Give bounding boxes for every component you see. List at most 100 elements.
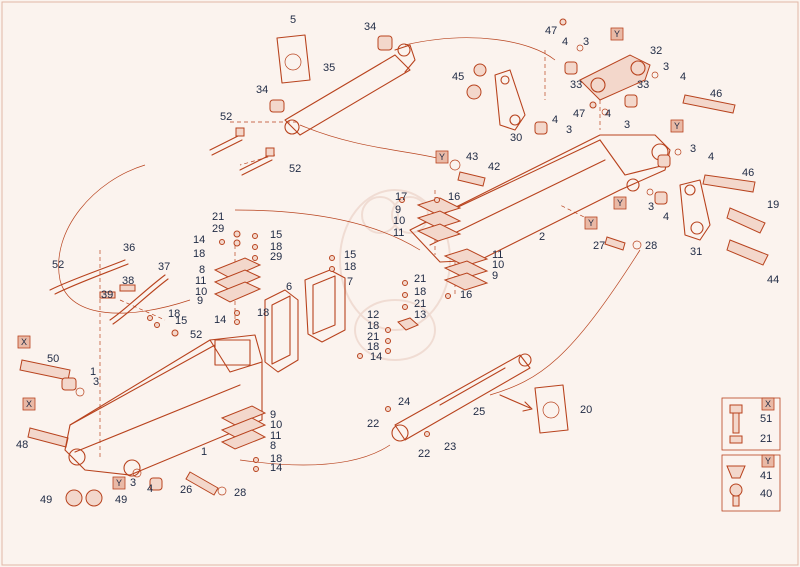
callout-label: 42	[488, 161, 500, 173]
callout-label: 4	[552, 114, 558, 126]
main-frame	[64, 334, 263, 477]
callout-label: 21	[760, 433, 772, 445]
hydraulic-cylinder-upper	[269, 35, 416, 136]
callout-label: 11	[195, 275, 206, 287]
reference-tag-box	[761, 454, 775, 468]
callout-label: 18	[367, 320, 379, 332]
callout-label: 47	[573, 108, 585, 120]
callout-label: 2	[539, 231, 545, 243]
callout-label: 4	[680, 71, 686, 83]
side-plate-6	[264, 289, 299, 373]
callout-label: 29	[212, 223, 224, 235]
reference-tag: Y	[670, 119, 684, 133]
callout-label: 46	[742, 167, 754, 179]
link-30	[494, 69, 526, 131]
callout-label: 3	[648, 201, 654, 213]
reference-tag-letter: Y	[765, 456, 771, 466]
watermark-mascot	[339, 189, 451, 361]
callout-label: 32	[650, 45, 662, 57]
reference-tag-box	[584, 216, 598, 230]
callout-label: 3	[566, 124, 572, 136]
callout-label: 21	[414, 273, 426, 285]
callout-label: 44	[767, 274, 779, 286]
reference-tag-box	[610, 27, 624, 41]
plate-stack-left-lower	[220, 405, 267, 450]
callout-label: 1	[90, 366, 96, 378]
reference-tag-letter: X	[26, 399, 32, 409]
callout-label: 18	[344, 261, 356, 273]
reference-tag-box	[670, 119, 684, 133]
callout-label: 45	[452, 71, 464, 83]
callout-label: 3	[690, 143, 696, 155]
callout-label: 5	[290, 14, 296, 26]
hydraulic-hoses	[49, 259, 169, 325]
reference-tag-box	[22, 397, 36, 411]
link-31	[679, 179, 711, 241]
callout-label: 49	[40, 494, 52, 506]
callout-label: 4	[562, 36, 568, 48]
reference-tag-box	[761, 397, 775, 411]
clamp-13	[397, 317, 419, 331]
callout-label: 31	[690, 246, 702, 258]
callout-label: 22	[418, 448, 430, 460]
hose-fittings	[209, 127, 275, 176]
callout-label: 37	[158, 261, 170, 273]
callout-label: 30	[510, 132, 522, 144]
callout-label: 21	[212, 211, 224, 223]
reference-tag: Y	[435, 150, 449, 164]
callout-label: 51	[760, 413, 772, 425]
reference-tag-letter: Y	[674, 121, 680, 131]
parts-bag-5	[276, 34, 311, 84]
callout-label: 48	[16, 439, 28, 451]
reference-tag-box	[112, 476, 126, 490]
callout-label: 3	[130, 477, 136, 489]
callout-label: 18	[257, 307, 269, 319]
callout-label: 7	[347, 276, 353, 288]
reference-tag-letter: X	[765, 399, 771, 409]
callout-label: 34	[256, 84, 268, 96]
reference-tag: X	[22, 397, 36, 411]
callout-label: 20	[580, 404, 592, 416]
reference-tag-letter: Y	[617, 198, 623, 208]
parts-bag-20	[534, 384, 569, 434]
reference-tag-letter: X	[21, 337, 27, 347]
reference-tag: X	[761, 397, 775, 411]
bushings-washers	[61, 44, 682, 507]
callout-label: 34	[364, 21, 376, 33]
callout-label: 3	[663, 61, 669, 73]
reference-tag: Y	[610, 27, 624, 41]
callout-label: 27	[593, 240, 605, 252]
callout-label: 22	[367, 418, 379, 430]
link-bracket-32	[579, 54, 651, 101]
callout-label: 25	[473, 406, 485, 418]
callout-label: 10	[393, 215, 405, 227]
callout-label: 9	[395, 204, 401, 216]
reference-tag-letter: Y	[116, 478, 122, 488]
callout-label: 3	[93, 376, 99, 388]
callout-label: 11	[393, 227, 404, 239]
legend-box-y	[721, 454, 781, 512]
callout-label: 41	[760, 470, 772, 482]
callout-label: 9	[492, 270, 498, 282]
reference-tag: X	[17, 335, 31, 349]
reference-tag-letter: Y	[439, 152, 445, 162]
callout-label: 38	[122, 275, 134, 287]
reference-tag: Y	[761, 454, 775, 468]
reference-tag-letter: Y	[588, 218, 594, 228]
callout-label: 29	[270, 251, 282, 263]
callout-label: 36	[123, 242, 135, 254]
callout-label: 11	[492, 249, 503, 261]
callout-label: 6	[286, 281, 292, 293]
callout-label: 46	[710, 88, 722, 100]
callout-label: 28	[645, 240, 657, 252]
callout-label: 39	[101, 289, 113, 301]
callout-label: 19	[767, 199, 779, 211]
arrow-to-bag	[499, 394, 531, 409]
hydraulic-cylinder-lower	[391, 353, 532, 442]
reference-tag: Y	[584, 216, 598, 230]
reference-tag-box	[17, 335, 31, 349]
callout-label: 4	[147, 483, 153, 495]
